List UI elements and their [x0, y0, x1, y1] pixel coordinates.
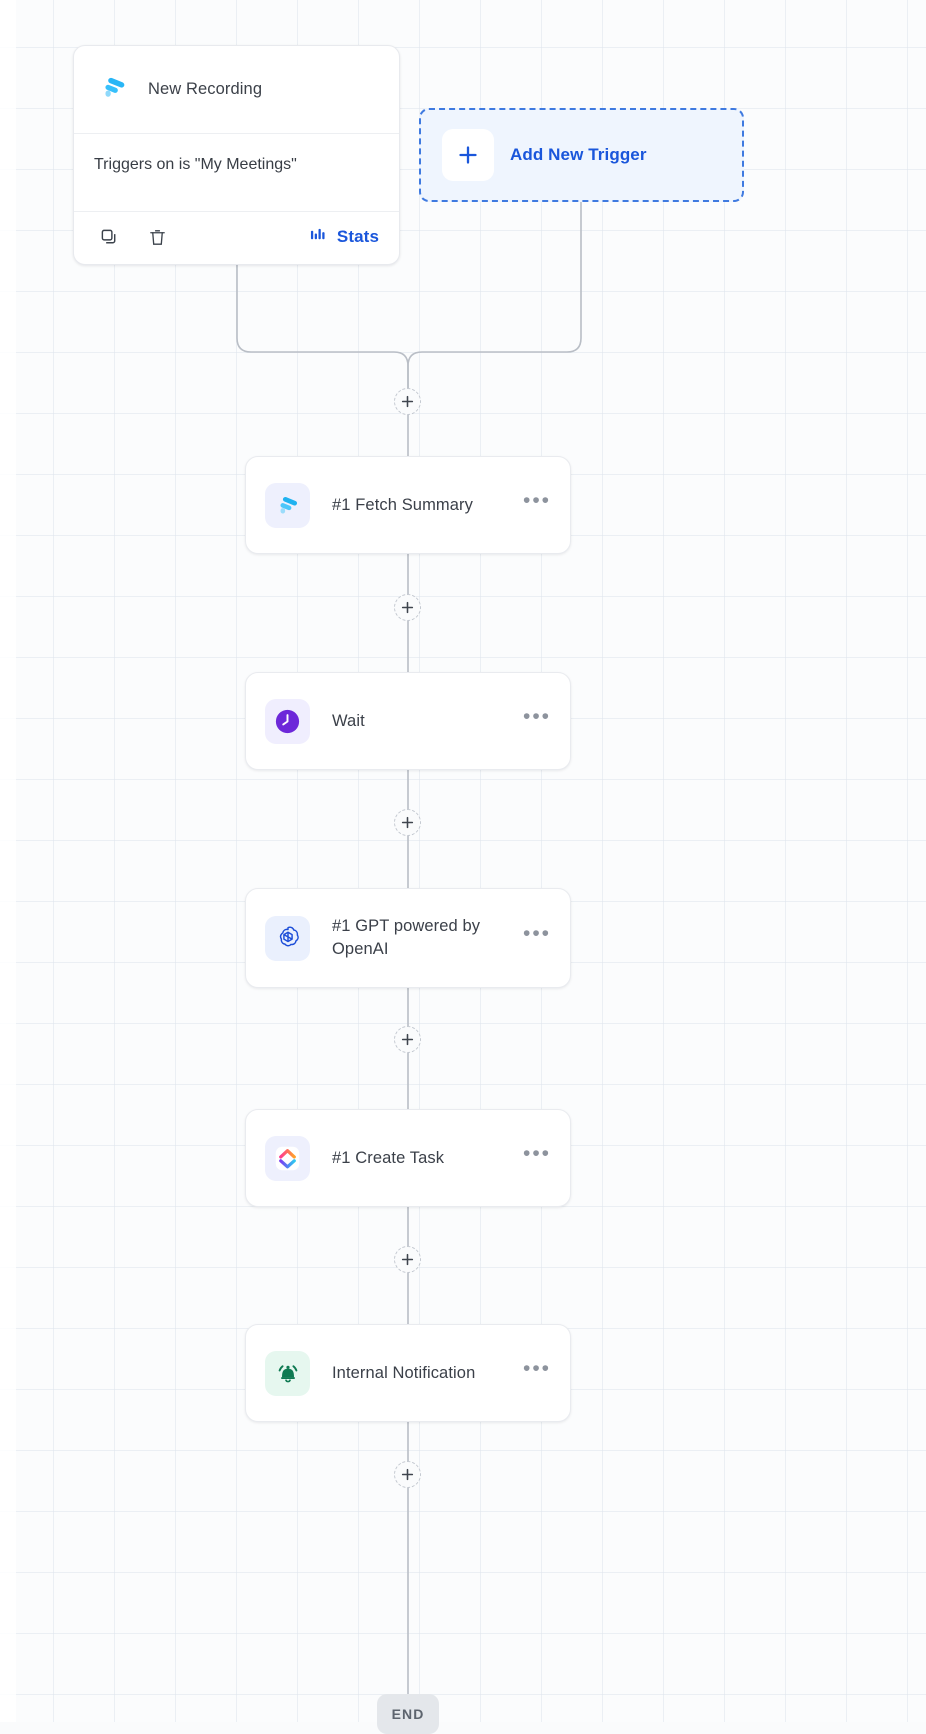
delete-icon[interactable]: [144, 224, 170, 250]
plus-icon: [442, 129, 494, 181]
step-label: #1 GPT powered by OpenAI: [332, 917, 481, 958]
trigger-card-header: New Recording: [74, 46, 399, 134]
step-node-gpt-openai[interactable]: #1 GPT powered by OpenAI •••: [245, 888, 571, 988]
fireflies-icon: [265, 482, 310, 528]
step-node-fetch-summary[interactable]: #1 Fetch Summary •••: [245, 456, 571, 554]
bell-icon: [265, 1350, 310, 1396]
add-step-connector-5[interactable]: [394, 1246, 421, 1273]
step-menu-icon[interactable]: •••: [522, 1141, 552, 1165]
bar-chart-icon: [310, 226, 327, 248]
trigger-title: New Recording: [148, 80, 263, 98]
step-menu-icon[interactable]: •••: [522, 921, 552, 945]
add-step-connector-6[interactable]: [394, 1461, 421, 1488]
add-step-connector-2[interactable]: [394, 594, 421, 621]
clickup-icon: [265, 1135, 310, 1181]
duplicate-icon[interactable]: [96, 224, 122, 250]
add-step-connector-1[interactable]: [394, 388, 421, 415]
step-label: Internal Notification: [332, 1363, 476, 1382]
step-node-wait[interactable]: Wait •••: [245, 672, 571, 770]
end-node: END: [377, 1694, 439, 1734]
add-step-connector-3[interactable]: [394, 809, 421, 836]
fireflies-icon: [98, 71, 130, 108]
trigger-card-body: Triggers on is "My Meetings": [74, 134, 399, 212]
add-step-connector-4[interactable]: [394, 1026, 421, 1053]
step-node-internal-notification[interactable]: Internal Notification •••: [245, 1324, 571, 1422]
trigger-card[interactable]: New Recording Triggers on is "My Meeting…: [73, 45, 400, 265]
step-node-create-task[interactable]: #1 Create Task •••: [245, 1109, 571, 1207]
step-label: Wait: [332, 711, 365, 730]
stats-label: Stats: [336, 227, 379, 246]
add-new-trigger-button[interactable]: Add New Trigger: [419, 108, 744, 202]
stats-button[interactable]: Stats: [310, 226, 379, 248]
step-menu-icon[interactable]: •••: [522, 488, 552, 512]
clock-icon: [265, 698, 310, 744]
openai-icon: [265, 915, 310, 961]
canvas-left-gutter: [0, 0, 16, 1722]
trigger-card-footer: Stats: [74, 212, 399, 264]
trigger-description: Triggers on is "My Meetings": [94, 156, 297, 173]
step-label: #1 Fetch Summary: [332, 495, 473, 514]
step-label: #1 Create Task: [332, 1148, 445, 1167]
add-new-trigger-label: Add New Trigger: [510, 145, 647, 164]
step-menu-icon[interactable]: •••: [522, 704, 552, 728]
step-menu-icon[interactable]: •••: [522, 1356, 552, 1380]
